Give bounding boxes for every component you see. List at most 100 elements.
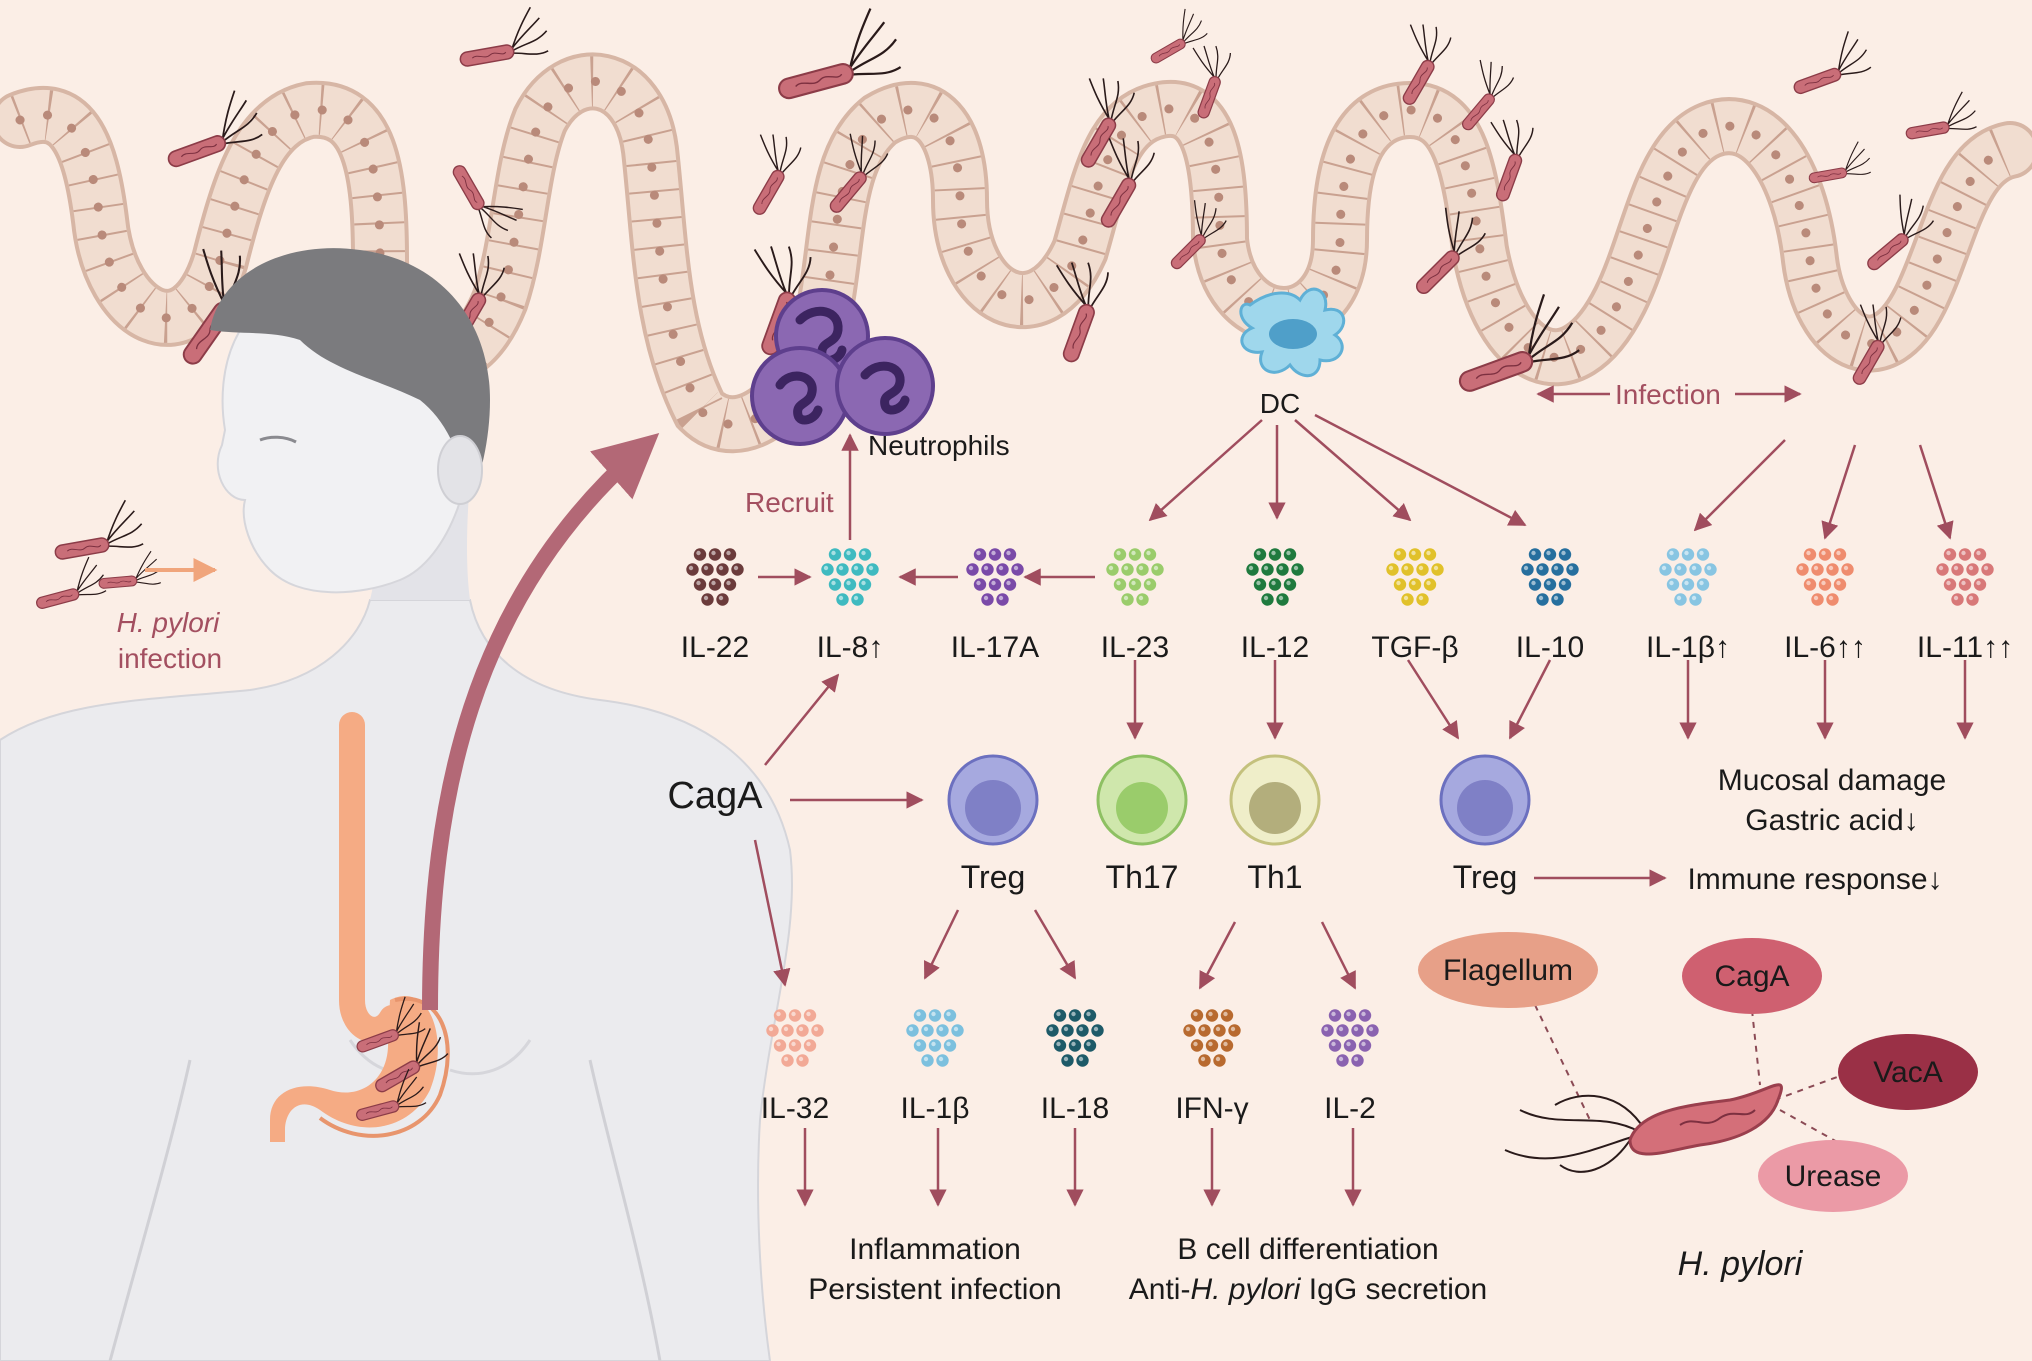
cytokine-label: IL-32: [761, 1092, 829, 1125]
cytokine-dot-highlight: [931, 1011, 936, 1017]
cell-th17: Th17: [1096, 754, 1188, 895]
cytokine-cluster: [1521, 548, 1579, 606]
cytokine-dot-highlight: [813, 1026, 819, 1032]
cytokine-dot-highlight: [1828, 565, 1834, 571]
cytokine-dot-highlight: [983, 595, 989, 601]
cytokine-dot-highlight: [1699, 550, 1704, 556]
cytokine-dot-highlight: [1338, 1026, 1344, 1032]
dendritic-cell: [1239, 287, 1346, 378]
hpylori-bacterium-small: [452, 165, 523, 239]
cytokine-dot-highlight: [1531, 550, 1536, 556]
cytokine-dot-highlight: [923, 1026, 929, 1032]
cytokine-dot-highlight: [1946, 580, 1951, 586]
neutrophils-cluster: [750, 288, 935, 446]
cytokine-dot-highlight: [1946, 550, 1951, 556]
cytokine-dot-highlight: [1426, 580, 1431, 586]
cytokine-dot-highlight: [1131, 580, 1136, 586]
cytokine-dot-highlight: [1531, 580, 1536, 586]
cytokine-dot-highlight: [1013, 565, 1019, 571]
cytokine-label: IL-11↑↑: [1917, 631, 2013, 664]
cytokine-dot-highlight: [718, 565, 724, 571]
cytokine-dot-highlight: [1263, 595, 1269, 601]
cytokine-dot-highlight: [1286, 580, 1291, 586]
hpylori-bacterium-small: [356, 996, 426, 1053]
cytokine-cluster: [686, 548, 744, 606]
cytokine-dot-highlight: [1828, 595, 1834, 601]
cytokine-dot-highlight: [1961, 580, 1966, 586]
cytokine-dot-highlight: [1123, 565, 1129, 571]
cytokine-dot-highlight: [1368, 1026, 1374, 1032]
cytokine-dot-highlight: [1403, 565, 1409, 571]
hp-infection-label: infection: [118, 643, 222, 674]
cytokine-dot-highlight: [968, 565, 974, 571]
cytokine-dot-highlight: [916, 1041, 921, 1047]
cytokine-dot-highlight: [923, 1056, 929, 1062]
dc-label: DC: [1260, 388, 1300, 419]
cytokine-dot-highlight: [1215, 1026, 1221, 1032]
hpylori-bacterium-small: [54, 499, 144, 560]
zoom-arrow: [422, 433, 660, 1011]
cytokine-dot-highlight: [1806, 550, 1811, 556]
cytokine-cluster: [1106, 548, 1164, 606]
hpylori-bacterium-small: [1080, 78, 1135, 168]
cytokine-dot-highlight: [1256, 550, 1261, 556]
cytokine-dot-highlight: [1426, 550, 1431, 556]
stomach-bacteria: [356, 996, 449, 1121]
cytokine-dot-highlight: [1798, 565, 1804, 571]
cytokine-label: IL-1β↑: [1646, 631, 1730, 664]
hpylori-bacterium-small: [1100, 138, 1155, 228]
cytokine-dot-highlight: [1278, 565, 1284, 571]
cytokine-label: IL-10: [1516, 631, 1584, 664]
virulence-factors: Flagellum CagA VacA Urease H. pylori: [1418, 932, 1978, 1283]
cell-treg-left: Treg: [947, 754, 1039, 895]
igg-italic: H. pylori: [1190, 1273, 1301, 1306]
cytokine-dot-highlight: [1063, 1026, 1069, 1032]
hpylori-bacterium-small: [1808, 141, 1871, 184]
cytokine-cluster: [1246, 548, 1304, 606]
cytokine-dot-highlight: [791, 1011, 796, 1017]
cytokine-dot-highlight: [953, 1026, 959, 1032]
cytokine-label: IL-2: [1324, 1092, 1376, 1125]
cytokine-dot-highlight: [1676, 595, 1682, 601]
outcome-igg-secretion: Anti-H. pylori IgG secretion: [1129, 1273, 1487, 1306]
cytokine-dot-highlight: [1553, 565, 1559, 571]
cytokine-dot-highlight: [1230, 1026, 1236, 1032]
cytokine-dot-highlight: [1684, 580, 1689, 586]
cytokine-label: IL-8↑: [817, 631, 884, 664]
cytokine-dot-highlight: [1146, 550, 1151, 556]
cytokine-dot-highlight: [1293, 565, 1299, 571]
cytokine-dot-highlight: [1078, 1056, 1084, 1062]
cytokine-dot-highlight: [1676, 565, 1682, 571]
neutrophils-label: Neutrophils: [868, 430, 1010, 461]
hpylori-bacterium-small: [1458, 294, 1580, 392]
hpylori-bacterium-small: [1192, 45, 1232, 119]
cytokine-dot-highlight: [861, 580, 866, 586]
cytokine-dot-highlight: [1669, 550, 1674, 556]
cytokine-dot-highlight: [946, 1011, 951, 1017]
cytokine-dot-highlight: [946, 1041, 951, 1047]
cell-treg-right: Treg: [1439, 754, 1531, 895]
hp-infection-label-italic: H. pylori: [117, 607, 220, 638]
cytokine-dot-highlight: [846, 550, 851, 556]
cytokine-dot-highlight: [908, 1026, 914, 1032]
cytokine-dot-highlight: [1200, 1056, 1206, 1062]
cytokine-dot-highlight: [1706, 565, 1712, 571]
cytokine-dot-highlight: [1953, 565, 1959, 571]
hpylori-bacterium-small: [1905, 91, 1977, 140]
cytokine-dot-highlight: [1538, 595, 1544, 601]
cytokine-dot-highlight: [1546, 580, 1551, 586]
cytokine-dot-highlight: [976, 550, 981, 556]
cytokine-cluster: [1321, 1009, 1379, 1067]
cytokine-dot-highlight: [1361, 1041, 1366, 1047]
flagellum-ellipse: Flagellum: [1418, 932, 1598, 1008]
cytokine-dot-highlight: [938, 1056, 944, 1062]
cytokine-dot-highlight: [1403, 595, 1409, 601]
cytokine-dot-highlight: [776, 1011, 781, 1017]
cytokine-dot-highlight: [1215, 1056, 1221, 1062]
hpylori-bacterium-small: [1055, 262, 1109, 363]
cytokine-dot-highlight: [1248, 565, 1254, 571]
cytokine-dot-highlight: [1843, 565, 1849, 571]
cytokine-dot-highlight: [1691, 595, 1697, 601]
cytokine-label: TGF-β: [1371, 631, 1458, 664]
